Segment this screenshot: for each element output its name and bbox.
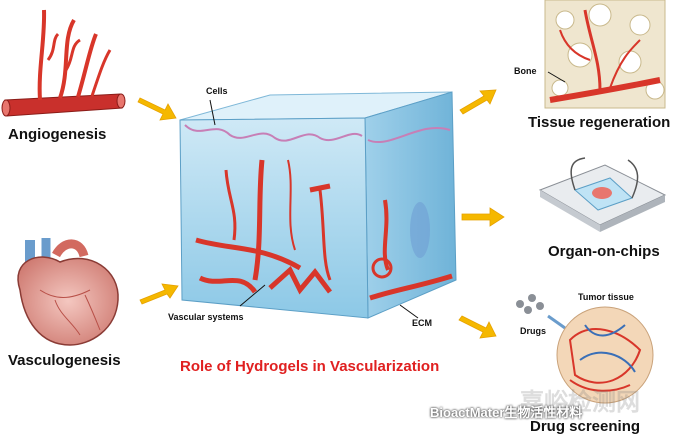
label-angiogenesis: Angiogenesis bbox=[8, 126, 107, 143]
arrow-vasculogenesis bbox=[139, 283, 179, 305]
label-drugs: Drugs bbox=[520, 326, 547, 336]
label-drug-screening: Drug screening bbox=[530, 418, 641, 435]
hydrogel-block bbox=[179, 91, 457, 319]
arrow-angiogenesis bbox=[137, 97, 177, 121]
diagram-title: Role of Hydrogels in Vascularization bbox=[180, 358, 440, 375]
label-ecm: ECM bbox=[412, 318, 432, 328]
watermark-text: BioactMater生物活性材料 bbox=[430, 405, 583, 420]
arrow-drug bbox=[458, 315, 497, 339]
label-tissue-regeneration: Tissue regeneration bbox=[528, 114, 671, 131]
label-vasculogenesis: Vasculogenesis bbox=[8, 352, 121, 369]
chip-illustration bbox=[538, 157, 667, 232]
label-tumor-tissue: Tumor tissue bbox=[578, 292, 634, 302]
label-vascular-systems: Vascular systems bbox=[168, 312, 244, 322]
label-organ-on-chips: Organ-on-chips bbox=[548, 243, 660, 260]
label-bone: Bone bbox=[514, 66, 537, 76]
heart-illustration bbox=[17, 238, 119, 346]
bone-illustration bbox=[544, 0, 666, 109]
watermark-logo: 嘉峪检测网 bbox=[520, 389, 640, 416]
arrow-organ bbox=[461, 207, 505, 227]
angiogenesis-illustration bbox=[1, 9, 126, 117]
label-cells: Cells bbox=[206, 86, 228, 96]
drug-illustration bbox=[516, 294, 654, 404]
arrow-tissue bbox=[459, 89, 497, 115]
